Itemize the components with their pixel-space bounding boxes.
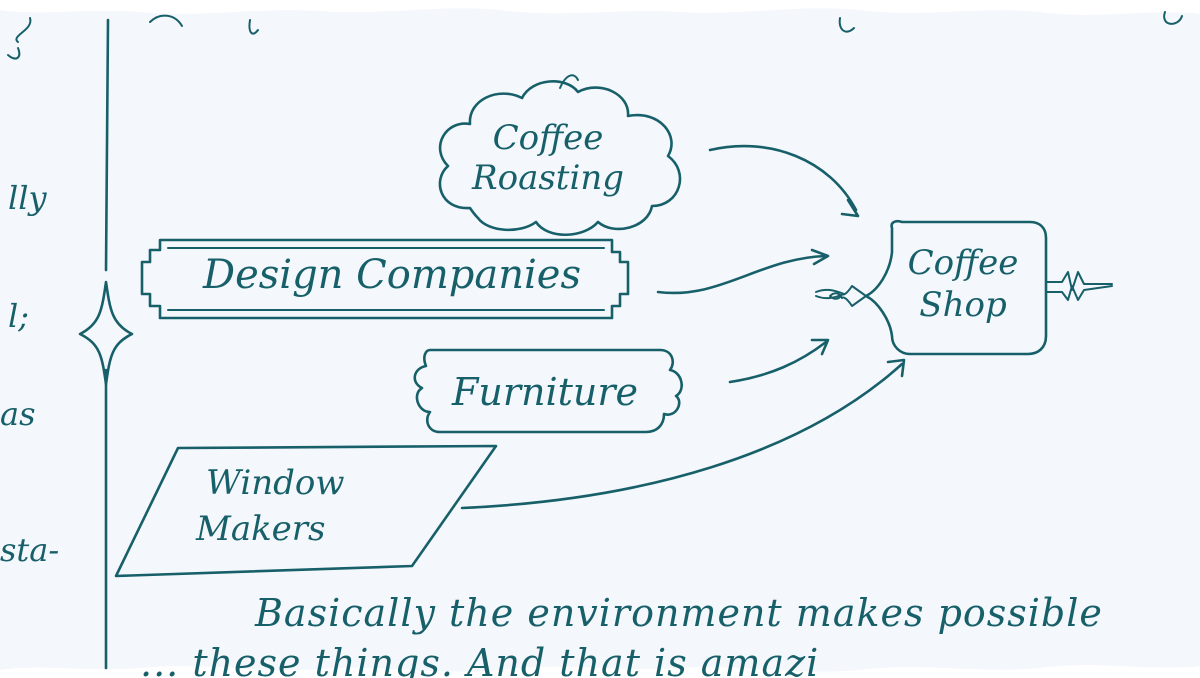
- top-scribble: [1163, 11, 1183, 25]
- top-scribble: [838, 17, 855, 33]
- margin-scribble: [7, 17, 32, 60]
- coffee-shop-left-ornament: [815, 288, 845, 300]
- top-scribble: [149, 14, 183, 27]
- arrow-design-to-shop: [656, 254, 828, 295]
- window-makers-label: Window Makers: [196, 460, 396, 552]
- arrow-roasting-to-shop: [708, 144, 858, 212]
- torn-bottom-edge: [0, 665, 1200, 678]
- design-companies-label: Design Companies: [203, 252, 581, 298]
- coffee-shop-label: Coffee Shop: [878, 242, 1048, 326]
- window-makers-line-1: Window: [206, 463, 345, 503]
- note-line-1: Basically the environment makes possible: [255, 591, 1103, 635]
- window-makers-parallelogram: [114, 444, 498, 578]
- furniture-label: Furniture: [451, 370, 639, 414]
- coffee-shop-line-1: Coffee: [907, 243, 1019, 283]
- design-companies-box: [140, 238, 630, 320]
- margin-fragment: lly: [8, 179, 47, 217]
- arrow-window-to-shop: [460, 362, 904, 510]
- arrow-furniture-to-shop: [728, 340, 828, 384]
- star-icon: [78, 280, 134, 386]
- coffee-shop-line-2: Shop: [919, 285, 1007, 325]
- margin-fragment: as: [0, 395, 36, 433]
- coffee-shop-right-ornament: [1045, 271, 1113, 291]
- furniture-box: [413, 348, 683, 434]
- cloud-curl: [559, 74, 579, 89]
- coffee-roasting-line-2: Roasting: [472, 158, 624, 198]
- coffee-roasting-line-1: Coffee: [492, 118, 604, 158]
- margin-fragment: sta-: [0, 531, 60, 569]
- window-makers-line-2: Makers: [196, 509, 326, 549]
- arrow-head: [886, 358, 906, 378]
- margin-fragment: l;: [8, 297, 30, 335]
- top-scribble: [248, 19, 259, 35]
- design-companies-inner-lines: [167, 247, 605, 311]
- arrow-head: [840, 198, 860, 218]
- arrow-head: [810, 338, 830, 356]
- arrow-head: [810, 248, 830, 266]
- margin-line-upper: [104, 18, 110, 272]
- torn-top-edge: [0, 0, 1200, 15]
- note-line-2: ... these things. And that is amazi: [140, 641, 820, 678]
- coffee-roasting-label: Coffee Roasting: [468, 118, 628, 198]
- coffee-roasting-cloud: [438, 80, 682, 236]
- coffee-shop-right-ornament: [1045, 285, 1113, 301]
